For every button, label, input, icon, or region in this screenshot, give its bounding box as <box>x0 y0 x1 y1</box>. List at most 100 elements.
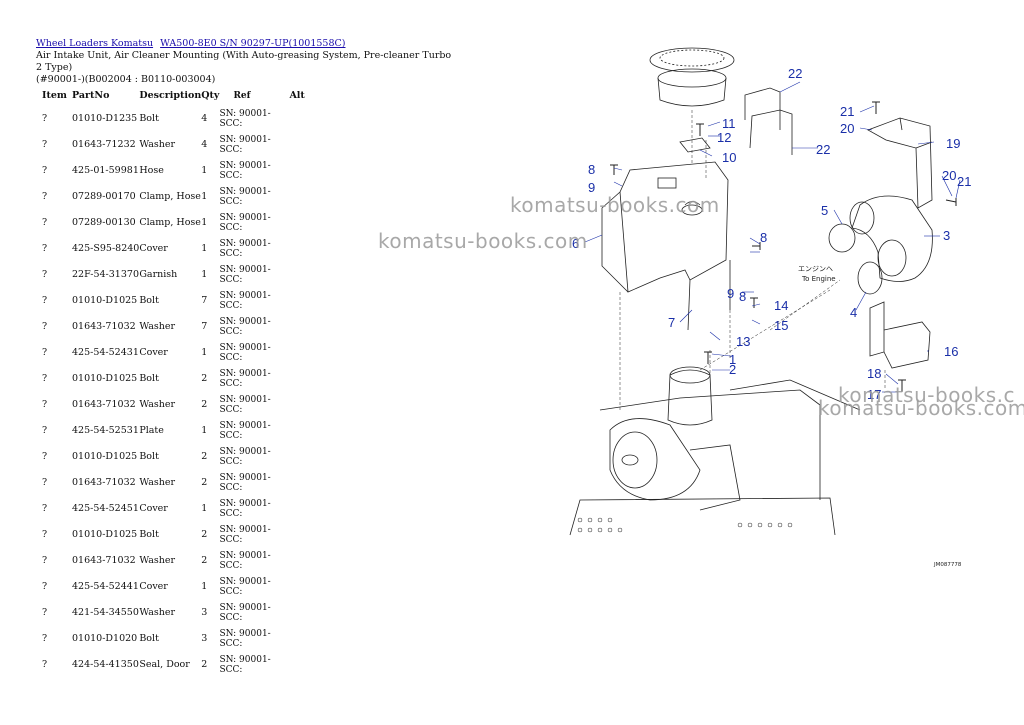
row-alt <box>289 548 309 574</box>
row-description: Cover <box>139 503 168 514</box>
row-qty: 2 <box>201 373 208 384</box>
parts-table: Item PartNo Description Qty Ref Alt ?010… <box>36 88 309 678</box>
row-ref: SN: 90001-SCC: <box>219 421 271 441</box>
row-qty: 1 <box>201 243 208 254</box>
row-partno: 425-54-52441 <box>72 581 139 592</box>
row-item: ? <box>42 555 48 566</box>
header-alt: Alt <box>289 90 305 101</box>
callout-8c[interactable]: 8 <box>739 289 746 304</box>
row-description: Garnish <box>139 269 178 280</box>
callout-19[interactable]: 19 <box>946 136 960 151</box>
callout-7[interactable]: 7 <box>668 315 675 330</box>
callout-20b[interactable]: 20 <box>942 168 956 183</box>
callout-21a[interactable]: 21 <box>840 104 854 119</box>
row-description: Washer <box>139 477 176 488</box>
row-alt <box>289 158 309 184</box>
row-alt <box>289 392 309 418</box>
callout-8b[interactable]: 8 <box>760 230 767 245</box>
callout-5[interactable]: 5 <box>821 203 828 218</box>
row-ref: SN: 90001-SCC: <box>219 135 271 155</box>
row-ref: SN: 90001-SCC: <box>219 655 271 675</box>
callout-17[interactable]: 17 <box>867 387 881 402</box>
row-ref: SN: 90001-SCC: <box>219 265 271 285</box>
row-item: ? <box>42 113 48 124</box>
callout-1[interactable]: 1 <box>729 352 736 367</box>
row-qty: 2 <box>201 399 208 410</box>
section-code: (#90001-)(B002004 : B0110-003004) <box>36 74 216 85</box>
breadcrumb-link-category[interactable]: Wheel Loaders Komatsu <box>36 38 154 49</box>
row-description: Washer <box>139 321 176 332</box>
callout-9b[interactable]: 9 <box>727 286 734 301</box>
row-ref: SN: 90001-SCC: <box>219 187 271 207</box>
row-description: Bolt <box>139 113 159 124</box>
callout-10[interactable]: 10 <box>722 150 736 165</box>
row-description: Bolt <box>139 451 159 462</box>
row-description: Plate <box>139 425 164 436</box>
row-ref: SN: 90001-SCC: <box>219 499 271 519</box>
callout-22a[interactable]: 22 <box>788 66 802 81</box>
row-item: ? <box>42 529 48 540</box>
callout-2[interactable]: 2 <box>729 362 736 377</box>
row-qty: 2 <box>201 659 208 670</box>
callout-4[interactable]: 4 <box>850 305 857 320</box>
callout-16[interactable]: 16 <box>944 344 958 359</box>
row-ref: SN: 90001-SCC: <box>219 343 271 363</box>
row-qty: 2 <box>201 529 208 540</box>
row-partno: 425-54-52431 <box>72 347 139 358</box>
callout-15[interactable]: 15 <box>774 318 788 333</box>
row-ref: SN: 90001-SCC: <box>219 629 271 649</box>
note-japanese: エンジンへ <box>798 265 833 273</box>
header-item: Item <box>42 90 67 101</box>
row-partno: 01010-D1020 <box>72 633 138 644</box>
row-partno: 01643-71032 <box>72 477 136 488</box>
row-description: Bolt <box>139 529 159 540</box>
callout-14[interactable]: 14 <box>774 298 788 313</box>
callout-12[interactable]: 12 <box>717 130 731 145</box>
row-ref: SN: 90001-SCC: <box>219 317 271 337</box>
row-ref: SN: 90001-SCC: <box>219 395 271 415</box>
row-alt <box>289 652 309 678</box>
row-description: Cover <box>139 581 168 592</box>
row-description: Bolt <box>139 295 159 306</box>
row-alt <box>289 470 309 496</box>
row-alt <box>289 236 309 262</box>
callout-18[interactable]: 18 <box>867 366 881 381</box>
row-alt <box>289 366 309 392</box>
callout-8a[interactable]: 8 <box>588 162 595 177</box>
row-partno: 01010-D1025 <box>72 295 138 306</box>
row-partno: 01643-71032 <box>72 399 136 410</box>
breadcrumb-link-model[interactable]: WA500-8E0 S/N 90297-UP(1001558C) <box>160 38 346 49</box>
row-qty: 3 <box>201 633 208 644</box>
row-alt <box>289 340 309 366</box>
callout-21b[interactable]: 21 <box>957 174 971 189</box>
row-ref: SN: 90001-SCC: <box>219 473 271 493</box>
callout-20a[interactable]: 20 <box>840 121 854 136</box>
row-qty: 2 <box>201 451 208 462</box>
callout-6[interactable]: 6 <box>572 236 579 251</box>
row-ref: SN: 90001-SCC: <box>219 577 271 597</box>
callout-9a[interactable]: 9 <box>588 180 595 195</box>
row-description: Clamp, Hose <box>139 191 201 202</box>
row-item: ? <box>42 347 48 358</box>
row-alt <box>289 288 309 314</box>
callout-22b[interactable]: 22 <box>816 142 830 157</box>
watermark-2: komatsu-books.com <box>378 229 588 253</box>
row-description: Hose <box>139 165 164 176</box>
row-qty: 4 <box>201 113 208 124</box>
callout-3[interactable]: 3 <box>943 228 950 243</box>
row-alt <box>289 418 309 444</box>
row-item: ? <box>42 581 48 592</box>
callout-13[interactable]: 13 <box>736 334 750 349</box>
callout-11[interactable]: 11 <box>722 116 736 131</box>
row-ref: SN: 90001-SCC: <box>219 213 271 233</box>
row-item: ? <box>42 321 48 332</box>
diagram-svg: 1 2 3 4 5 6 7 8 8 8 9 9 10 11 12 13 14 1… <box>569 47 971 568</box>
